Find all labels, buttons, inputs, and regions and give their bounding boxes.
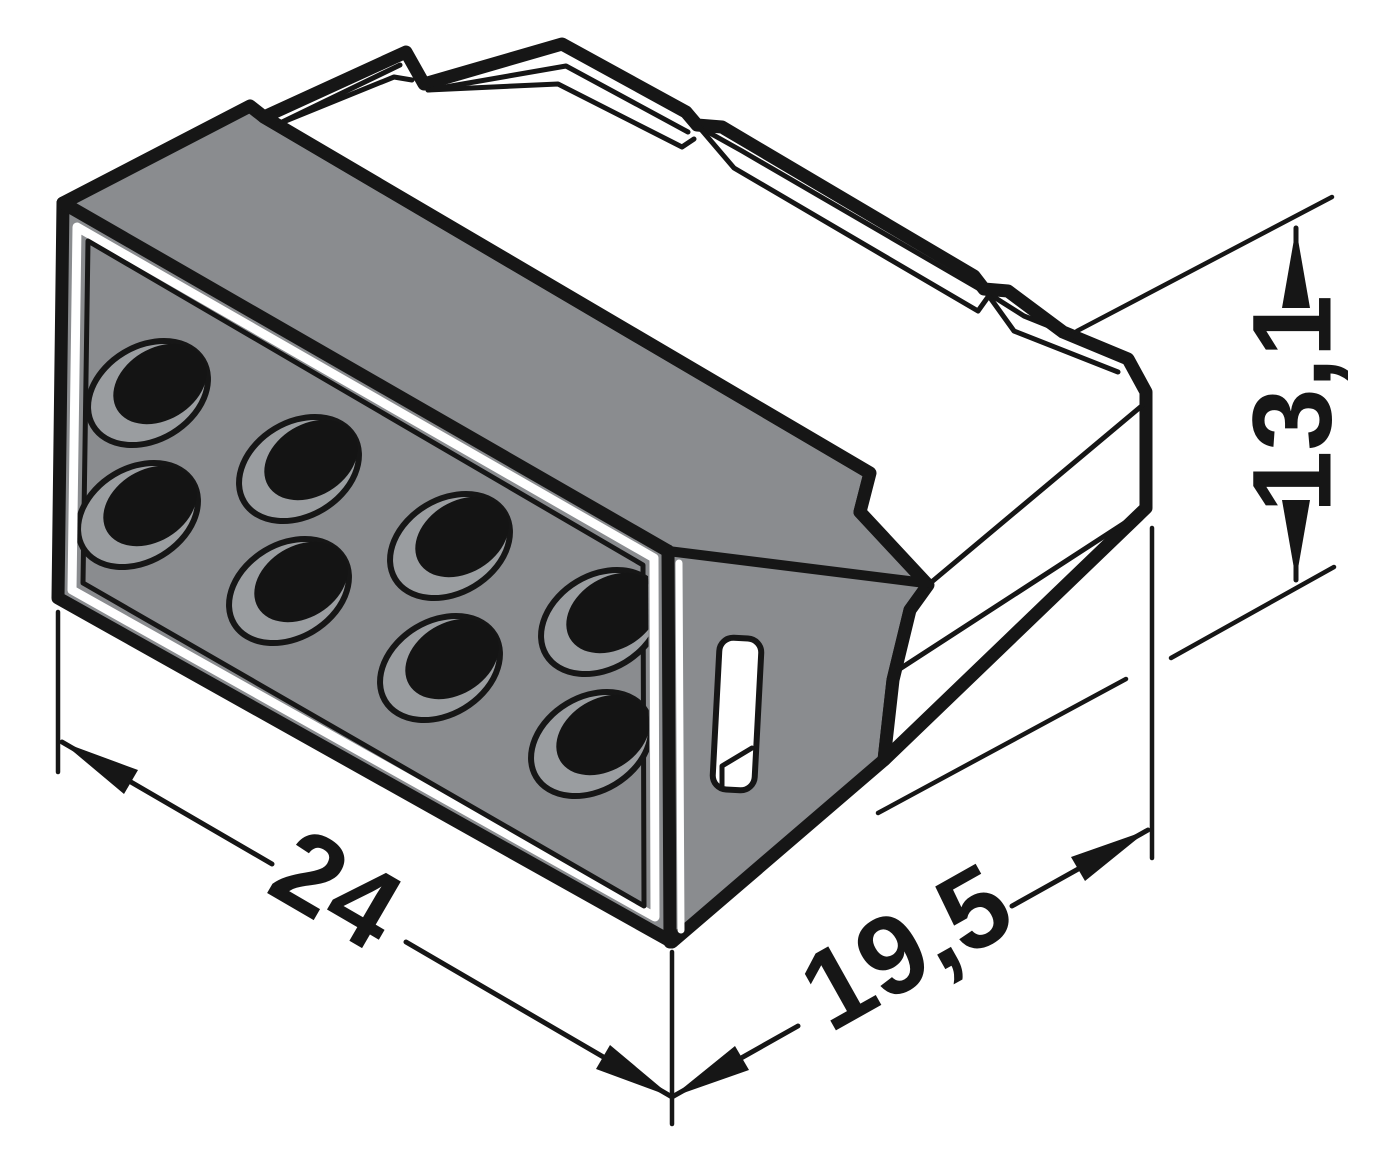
front-face-inset-line [80,238,647,909]
wire-entry-hole [226,535,352,647]
extension-line [1074,194,1335,334]
connector-body [51,37,1153,949]
wire-entry-hole [528,688,650,800]
arrowhead [1071,830,1148,881]
wire-entry-hole [77,459,201,571]
side-facet-lines [892,401,1147,675]
extension-line [875,676,1129,816]
wire-entry-hole [538,566,650,678]
arrowhead [596,1045,672,1097]
wire-entry-holes [77,337,650,800]
wire-entry-hole [236,413,362,525]
front-face-inset-highlight [67,222,660,922]
arrowhead [672,1046,749,1097]
dimension-height: 13,1 [875,194,1355,816]
wire-entry-hole [85,337,211,449]
dimension-height-label: 13,1 [1230,295,1355,513]
dimension-depth-label: 19,5 [780,839,1031,1055]
side-highlight [675,559,685,934]
front-top-edge [56,196,675,558]
wire-entry-hole [387,490,513,602]
arrowhead [62,742,138,794]
arrowhead [1282,500,1310,580]
front-right-edge [661,544,677,949]
arrowhead [1282,228,1310,308]
test-probe-slot [709,634,765,794]
wire-entry-hole [377,612,503,724]
side-top-fold [663,546,930,588]
dimension-width-label: 24 [252,804,423,975]
top-ridge-slots [275,62,1129,375]
extension-line [1168,564,1337,661]
